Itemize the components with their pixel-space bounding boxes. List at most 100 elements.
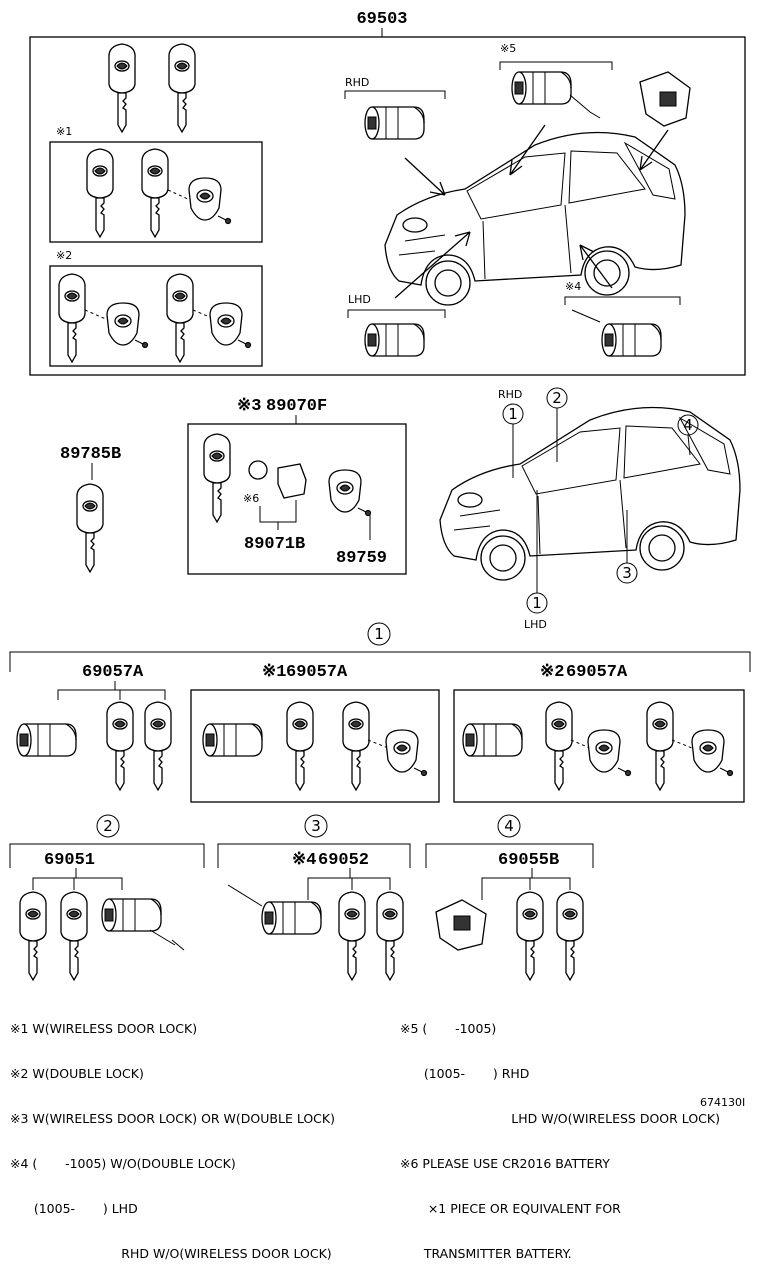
callout-2-section: 2: [103, 817, 113, 835]
part-number-69503: 69503: [356, 10, 407, 29]
transmitter-fob: [188, 177, 222, 221]
mark5-label: ※5: [500, 42, 516, 55]
mark4-set-label: ※4: [292, 851, 316, 870]
transmitter-fob: [587, 729, 621, 773]
part-number-69055b: 69055B: [498, 851, 559, 870]
luggage-lock-cylinder: [261, 901, 322, 935]
screw: [413, 767, 428, 777]
part-number-69052: 69052: [318, 851, 369, 870]
w1-set-frame: [190, 689, 440, 803]
part-number-89785b: 89785B: [60, 445, 121, 464]
rhd-label-top: RHD: [345, 76, 369, 89]
transmitter-key: [106, 701, 134, 791]
mark6-label: ※6: [243, 492, 259, 505]
note-line: ※3 W(WIRELESS DOOR LOCK) OR W(DOUBLE LOC…: [10, 1111, 335, 1126]
lhd-label-car: LHD: [524, 618, 547, 631]
mark4-label: ※4: [565, 280, 581, 293]
transmitter-key: [203, 433, 231, 523]
mark1-label: ※1: [56, 125, 72, 138]
notes-left: ※1 W(WIRELESS DOOR LOCK) ※2 W(DOUBLE LOC…: [10, 991, 335, 1276]
transmitter-key: [141, 148, 169, 238]
main-set-frame: [29, 36, 746, 376]
transmitter-key: [516, 891, 544, 981]
screw: [217, 215, 232, 225]
transmitter-key: [338, 891, 366, 981]
part-number-69051: 69051: [44, 851, 95, 870]
note-line: ※1 W(WIRELESS DOOR LOCK): [10, 1021, 198, 1036]
rhd-label-car: RHD: [498, 388, 522, 401]
callout-3: 3: [622, 564, 632, 582]
callout-1-section: 1: [374, 625, 384, 643]
mark2-frame: [49, 265, 263, 367]
transmitter-key: [86, 148, 114, 238]
door-lock-cylinder-rhd: [364, 106, 425, 140]
transmitter-key: [144, 701, 172, 791]
transmitter-key: [166, 273, 194, 363]
lhd-label-top: LHD: [348, 293, 371, 306]
key-blank: [76, 483, 104, 573]
transmitter-fob: [691, 729, 725, 773]
note-line: RHD W/O(WIRELESS DOOR LOCK): [10, 1246, 332, 1261]
note-line: ※6 PLEASE USE CR2016 BATTERY: [400, 1156, 610, 1171]
transmitter-key: [545, 701, 573, 791]
door-lock-cylinder: [202, 723, 263, 757]
vehicle-illustration-top: [384, 131, 686, 306]
callout-4: 4: [683, 416, 693, 434]
transmitter-key: [286, 701, 314, 791]
diagram-id: 674130I: [700, 1096, 746, 1109]
transmitter-case: [277, 463, 307, 499]
part-number-89070f: 89070F: [266, 397, 327, 416]
transmitter-key: [646, 701, 674, 791]
screw: [357, 507, 372, 517]
mark2-set-label: ※2: [540, 663, 564, 682]
callout-1-rhd: 1: [508, 405, 518, 423]
screw: [719, 767, 734, 777]
door-lock-cylinder: [462, 723, 523, 757]
note-line: (1005- ) LHD: [10, 1201, 138, 1216]
luggage-lock-cylinder: [601, 323, 662, 357]
mark2-label: ※2: [56, 249, 72, 262]
callout-4-section: 4: [504, 817, 514, 835]
part-number-69057a-w2: 69057A: [566, 663, 628, 682]
note-line: (1005- ) RHD: [400, 1066, 530, 1081]
note-line: ※4 ( -1005) W/O(DOUBLE LOCK): [10, 1156, 236, 1171]
transmitter-key: [58, 273, 86, 363]
vehicle-illustration-callouts: [439, 406, 741, 581]
back-door-lock-cylinder: [511, 71, 572, 105]
key-cylinder-diagram: 69503 ※1 ※2 RHD LHD ※5 ※4 89785B: [9, 10, 751, 981]
notes-right: ※5 ( -1005) (1005- ) RHD LHD W/O(WIRELES…: [400, 991, 720, 1276]
transmitter-fob: [328, 469, 362, 513]
part-number-89071b: 89071B: [244, 535, 305, 554]
transmitter-key: [556, 891, 584, 981]
part-number-69057a-w1: 69057A: [286, 663, 348, 682]
note-line: ×1 PIECE OR EQUIVALENT FOR: [400, 1201, 621, 1216]
transmitter-fob: [106, 302, 140, 346]
mark3-label: ※3: [237, 397, 261, 416]
door-lock-cylinder-lhd: [364, 323, 425, 357]
note-line: ※2 W(DOUBLE LOCK): [10, 1066, 144, 1081]
door-lock-cylinder: [16, 723, 77, 757]
transmitter-key: [60, 891, 88, 981]
w2-set-frame: [453, 689, 745, 803]
transmitter-key: [376, 891, 404, 981]
mark1-set-label: ※1: [262, 663, 286, 682]
transmitter-fob: [209, 302, 243, 346]
transmitter-set-frame: [187, 423, 407, 575]
battery: [248, 460, 268, 480]
transmitter-key: [168, 43, 196, 133]
transmitter-fob: [385, 729, 419, 773]
callout-3-section: 3: [311, 817, 321, 835]
transmitter-key: [342, 701, 370, 791]
note-line: TRANSMITTER BATTERY.: [400, 1246, 572, 1261]
callout-1-lhd: 1: [532, 594, 542, 612]
callout-2: 2: [552, 389, 562, 407]
transmitter-key: [108, 43, 136, 133]
door-lock-cylinder: [101, 898, 162, 932]
screw: [617, 767, 632, 777]
part-number-69057a: 69057A: [82, 663, 144, 682]
screw: [134, 339, 149, 349]
screw: [237, 339, 252, 349]
note-line: LHD W/O(WIRELESS DOOR LOCK): [400, 1111, 720, 1126]
part-number-89759: 89759: [336, 549, 387, 568]
mark1-frame: [49, 141, 263, 243]
